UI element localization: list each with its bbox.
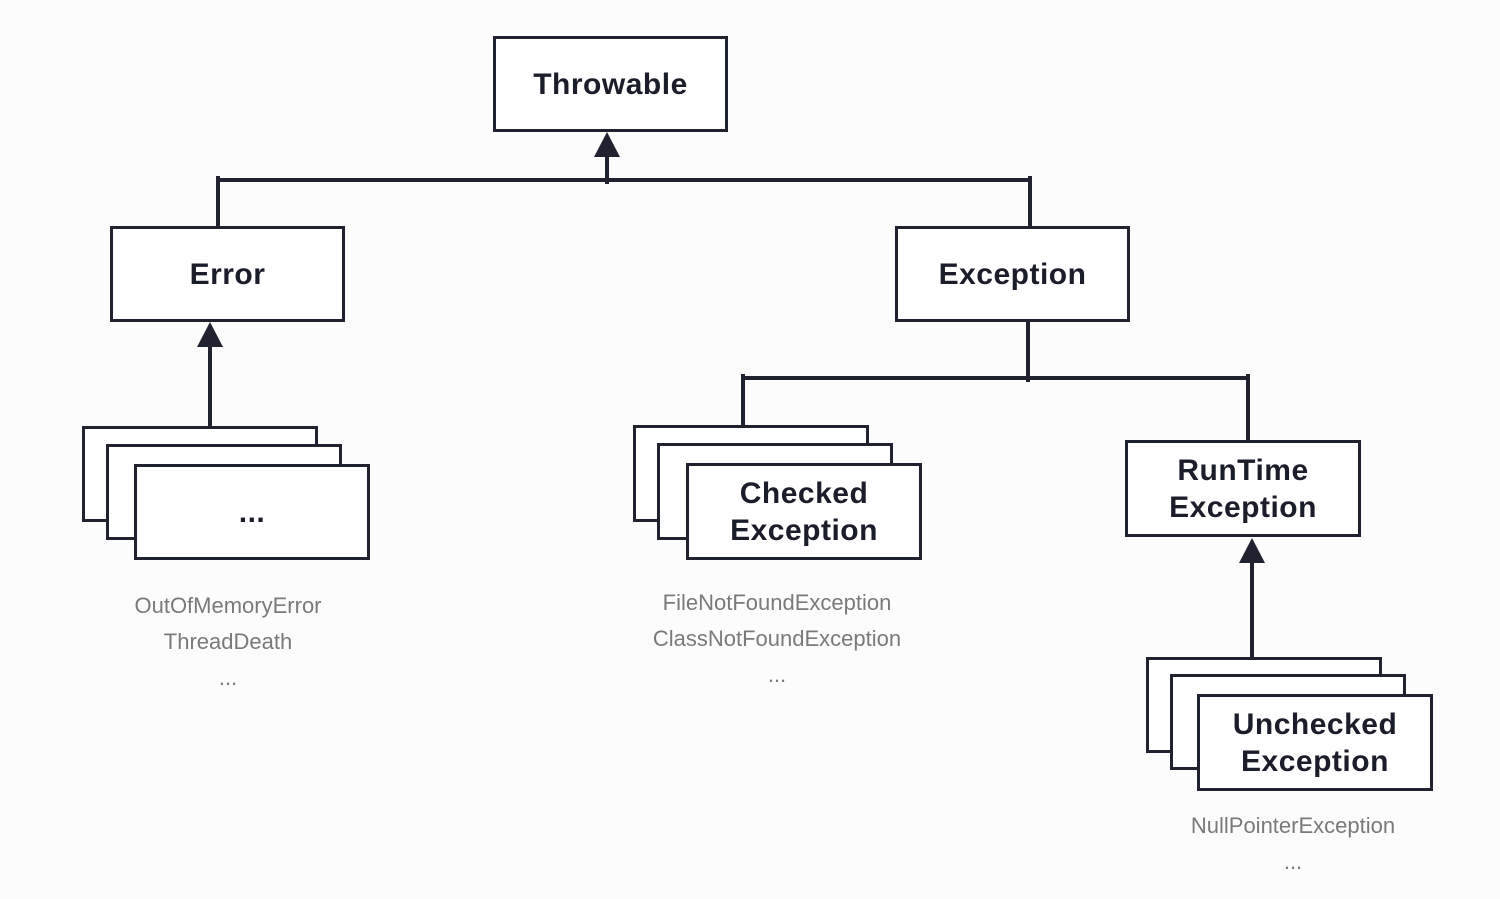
- node-exception: Exception: [895, 226, 1130, 322]
- unchecked-exception-label: Unchecked Exception: [1232, 707, 1398, 778]
- checked-exception-examples: FileNotFoundException ClassNotFoundExcep…: [617, 585, 937, 693]
- checked-example-2: ClassNotFoundException: [652, 626, 902, 651]
- error-subclasses-stack-front: ...: [134, 464, 370, 560]
- error-example-2: ThreadDeath: [163, 629, 293, 654]
- checked-example-ellipsis: ...: [767, 662, 787, 687]
- node-error: Error: [110, 226, 345, 322]
- checked-exception-label: Checked Exception: [730, 476, 878, 547]
- node-runtime-exception: RunTime Exception: [1125, 440, 1361, 537]
- error-example-ellipsis: ...: [218, 665, 238, 690]
- unchecked-exception-stack-front: Unchecked Exception: [1197, 694, 1433, 791]
- error-examples: OutOfMemoryError ThreadDeath ...: [68, 588, 388, 696]
- node-throwable: Throwable: [493, 36, 728, 132]
- checked-example-1: FileNotFoundException: [662, 590, 892, 615]
- node-error-label: Error: [189, 257, 266, 291]
- unchecked-exception-examples: NullPointerException ...: [1133, 808, 1453, 880]
- error-example-1: OutOfMemoryError: [134, 593, 322, 618]
- error-subclasses-label: ...: [238, 495, 266, 529]
- throwable-arrowhead-icon: [594, 132, 620, 157]
- node-exception-label: Exception: [938, 257, 1087, 291]
- runtime-arrowhead-icon: [1239, 538, 1265, 563]
- checked-exception-stack-front: Checked Exception: [686, 463, 922, 560]
- unchecked-example-1: NullPointerException: [1190, 813, 1396, 838]
- runtime-exception-label: RunTime Exception: [1169, 453, 1317, 524]
- node-throwable-label: Throwable: [533, 67, 688, 101]
- unchecked-example-ellipsis: ...: [1283, 849, 1303, 874]
- error-arrowhead-icon: [197, 322, 223, 347]
